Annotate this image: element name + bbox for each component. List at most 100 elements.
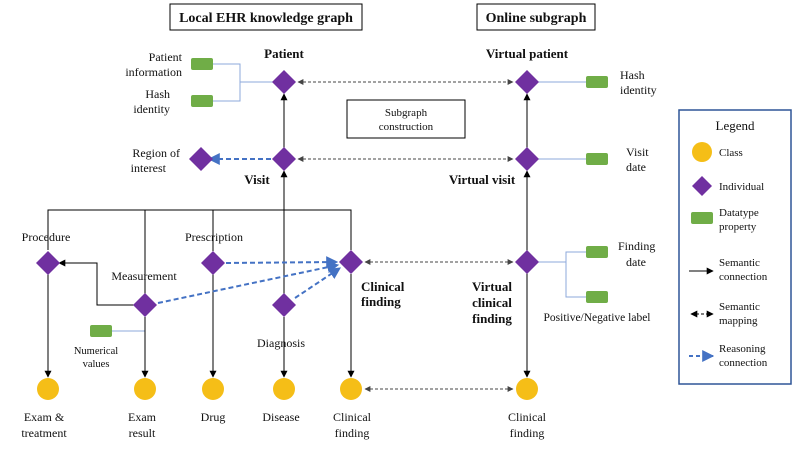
label-measurement: Measurement bbox=[111, 269, 177, 283]
header-local-box: Local EHR knowledge graph bbox=[169, 3, 363, 31]
label-prescription: Prescription bbox=[185, 230, 243, 244]
label-exam-treatment-2: treatment bbox=[21, 426, 67, 440]
node-procedure bbox=[36, 251, 60, 275]
header-online: Online subgraph bbox=[486, 11, 587, 26]
legend-semantic-mapping-label-2: mapping bbox=[719, 315, 758, 327]
line-posneg bbox=[565, 262, 586, 298]
label-roi-1: Region of bbox=[132, 146, 180, 160]
label-virtual-patient: Virtual patient bbox=[486, 46, 569, 61]
reasoning-diagnosis-finding bbox=[294, 267, 341, 299]
label-class-cf-left-2: finding bbox=[335, 426, 370, 440]
line-numerical bbox=[112, 313, 146, 332]
label-hash-right-2: identity bbox=[620, 83, 657, 97]
legend-title: Legend bbox=[716, 118, 755, 133]
class-clinical-finding-left bbox=[340, 378, 362, 400]
line-patient-info bbox=[213, 63, 273, 83]
legend-class-icon bbox=[692, 142, 712, 162]
subgraph-label-line2: construction bbox=[379, 121, 434, 133]
label-patient: Patient bbox=[264, 46, 304, 61]
node-region-of-interest bbox=[189, 147, 213, 171]
reasoning-prescription-finding bbox=[225, 256, 339, 269]
legend-item-semantic-connection: Semantic connection bbox=[689, 257, 768, 283]
label-numerical-2: values bbox=[83, 359, 110, 370]
label-finding-date-2: date bbox=[626, 255, 646, 269]
prop-finding-date bbox=[586, 246, 608, 258]
nodes bbox=[36, 58, 608, 400]
label-exam-result-2: result bbox=[129, 426, 156, 440]
line-hash-left bbox=[213, 82, 241, 102]
subgraph-construction-box: Subgraph construction bbox=[346, 99, 466, 139]
connections bbox=[44, 63, 586, 392]
label-visit-date-2: date bbox=[626, 160, 646, 174]
label-virtual-visit: Virtual visit bbox=[449, 172, 516, 187]
legend-item-reasoning: Reasoning connection bbox=[689, 343, 768, 369]
label-roi-2: interest bbox=[131, 161, 167, 175]
label-class-cf-right-1: Clinical bbox=[508, 410, 547, 424]
label-clinical-finding-1: Clinical bbox=[361, 279, 405, 294]
legend-reasoning-label-2: connection bbox=[719, 357, 768, 369]
legend-individual-label: Individual bbox=[719, 181, 764, 193]
label-procedure: Procedure bbox=[22, 230, 71, 244]
legend-datatype-label-1: Datatype bbox=[719, 207, 759, 219]
legend: Legend Class Individual Datatype propert… bbox=[678, 109, 792, 385]
subgraph-label-line1: Subgraph bbox=[385, 107, 428, 119]
legend-class-label: Class bbox=[719, 147, 743, 159]
line-finding-date bbox=[538, 251, 586, 263]
label-patient-info-2: information bbox=[125, 65, 182, 79]
legend-datatype-label-2: property bbox=[719, 221, 757, 233]
node-prescription bbox=[201, 251, 225, 275]
label-class-cf-right-2: finding bbox=[510, 426, 545, 440]
label-hash-left-1: Hash bbox=[145, 87, 170, 101]
legend-datatype-icon bbox=[691, 212, 713, 224]
class-drug bbox=[202, 378, 224, 400]
header-local: Local EHR knowledge graph bbox=[179, 11, 353, 26]
legend-individual-icon bbox=[692, 176, 712, 196]
node-visit bbox=[272, 147, 296, 171]
prop-visit-date bbox=[586, 153, 608, 165]
label-exam-treatment-1: Exam & bbox=[24, 410, 65, 424]
label-drug: Drug bbox=[201, 410, 226, 424]
label-vcf-1: Virtual bbox=[472, 279, 512, 294]
class-clinical-finding-right bbox=[516, 378, 538, 400]
label-positive-negative: Positive/Negative label bbox=[544, 312, 651, 324]
labels: Patient Virtual patient Patient informat… bbox=[21, 46, 656, 440]
class-exam-treatment bbox=[37, 378, 59, 400]
label-exam-result-1: Exam bbox=[128, 410, 157, 424]
class-exam-result bbox=[134, 378, 156, 400]
label-visit: Visit bbox=[244, 172, 270, 187]
label-class-cf-left-1: Clinical bbox=[333, 410, 372, 424]
prop-hash-identity-right bbox=[586, 76, 608, 88]
legend-item-datatype: Datatype property bbox=[691, 207, 759, 233]
legend-item-semantic-mapping: Semantic mapping bbox=[690, 301, 760, 327]
node-measurement bbox=[133, 293, 157, 317]
prop-hash-identity-left bbox=[191, 95, 213, 107]
label-vcf-2: clinical bbox=[472, 295, 512, 310]
label-diagnosis: Diagnosis bbox=[257, 336, 305, 350]
node-patient bbox=[272, 70, 296, 94]
legend-item-class: Class bbox=[692, 142, 743, 162]
label-finding-date-1: Finding bbox=[618, 239, 655, 253]
label-numerical-1: Numerical bbox=[74, 346, 118, 357]
header-online-box: Online subgraph bbox=[476, 3, 596, 31]
legend-reasoning-label-1: Reasoning bbox=[719, 343, 766, 355]
node-virtual-clinical-finding bbox=[515, 250, 539, 274]
node-virtual-visit bbox=[515, 147, 539, 171]
node-virtual-patient bbox=[515, 70, 539, 94]
label-visit-date-1: Visit bbox=[626, 145, 649, 159]
label-hash-right-1: Hash bbox=[620, 68, 645, 82]
prop-numerical-values bbox=[90, 325, 112, 337]
node-diagnosis bbox=[272, 293, 296, 317]
legend-item-individual: Individual bbox=[692, 176, 764, 196]
label-clinical-finding-2: finding bbox=[361, 294, 401, 309]
legend-semantic-connection-label-1: Semantic bbox=[719, 257, 760, 269]
prop-positive-negative bbox=[586, 291, 608, 303]
reasoning-measurement-finding bbox=[157, 261, 340, 304]
label-disease: Disease bbox=[262, 410, 299, 424]
node-clinical-finding bbox=[339, 250, 363, 274]
prop-patient-information bbox=[191, 58, 213, 70]
arrow-measurement-procedure bbox=[58, 259, 135, 306]
label-vcf-3: finding bbox=[472, 311, 512, 326]
legend-semantic-mapping-label-1: Semantic bbox=[719, 301, 760, 313]
